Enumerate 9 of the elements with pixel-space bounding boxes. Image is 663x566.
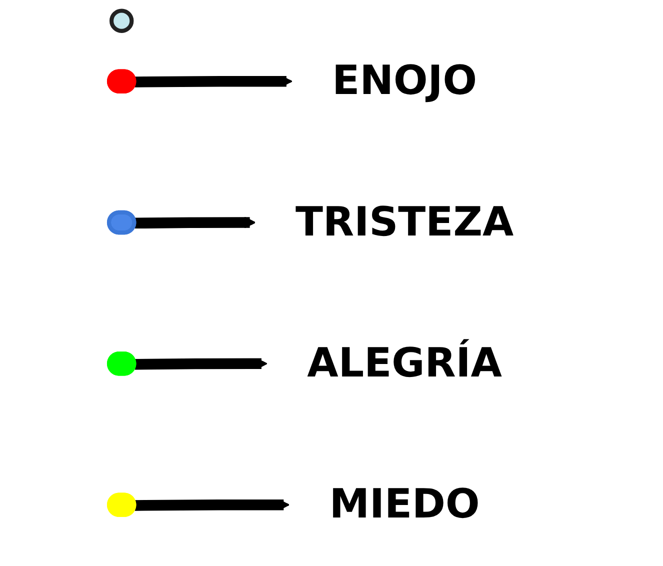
arrow: [134, 75, 292, 88]
node-circle: [110, 8, 134, 33]
node-text: ALEGRÍA: [307, 340, 502, 388]
node-text: ENOJO: [332, 58, 478, 105]
arrow: [134, 498, 290, 511]
arrow: [134, 358, 268, 370]
arrow: [134, 216, 256, 229]
node-text: MIEDO: [329, 481, 480, 528]
node-text: TRISTEZA: [296, 198, 514, 246]
